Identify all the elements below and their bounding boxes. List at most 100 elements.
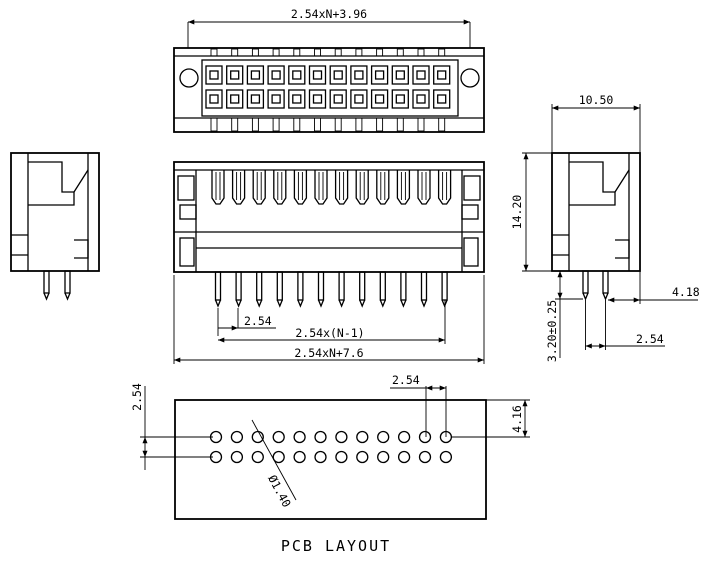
- front-view-outline: [173, 161, 485, 273]
- top-contact-pad: [416, 70, 426, 80]
- front-pin-tip: [297, 299, 304, 308]
- top-contact-pad: [333, 94, 343, 104]
- top-contact-pad: [374, 70, 385, 80]
- top-contact-pad: [209, 94, 219, 104]
- top-contact-pad: [312, 70, 323, 80]
- top-contact-pad: [416, 94, 426, 104]
- top-contact-cell: [205, 89, 223, 109]
- pcb-hole: [230, 430, 244, 444]
- top-contact-cell: [246, 89, 265, 109]
- top-contact-pad: [230, 94, 240, 104]
- pcb-hole: [293, 430, 306, 444]
- front-pin-tip: [338, 299, 345, 308]
- left-side-view: [10, 152, 100, 301]
- pcb-hole: [356, 450, 369, 464]
- pcb-vertical-pitch-label: 2.54: [130, 383, 144, 411]
- top-contact-cell: [246, 65, 265, 85]
- top-contact-pad: [333, 70, 343, 80]
- pcb-hole: [397, 450, 411, 464]
- front-pin: [400, 271, 407, 301]
- top-contact-cell: [267, 65, 285, 85]
- top-contact-pad: [271, 94, 281, 104]
- front-contact: [417, 170, 431, 205]
- front-contact: [355, 170, 369, 205]
- top-latch: [355, 48, 363, 57]
- pcb-outline: [174, 399, 487, 520]
- top-contact-cell: [350, 65, 368, 85]
- front-pin: [420, 271, 428, 301]
- front-contact: [273, 170, 287, 205]
- top-latch: [293, 117, 301, 132]
- top-contact-pad: [292, 70, 302, 80]
- pcb-hole: [439, 450, 453, 464]
- top-contact-pad: [312, 94, 323, 104]
- top-latch: [293, 48, 301, 57]
- top-contact-cell: [205, 65, 223, 85]
- front-pin-tip: [359, 299, 366, 308]
- pcb-hole: [356, 430, 369, 444]
- front-total-label: 2.54xN+7.6: [294, 346, 363, 360]
- front-pin-tip: [379, 299, 386, 308]
- top-contact-cell: [267, 89, 285, 109]
- top-contact-cell: [288, 89, 306, 109]
- pcb-hole: [335, 450, 348, 464]
- side-width-label: 10.50: [579, 93, 614, 107]
- top-latch: [334, 48, 342, 57]
- pcb-holes: [209, 430, 453, 464]
- top-latch: [396, 48, 404, 57]
- top-contact-cell: [412, 65, 430, 85]
- top-latch: [210, 117, 218, 132]
- front-pin: [235, 271, 242, 301]
- diameter-leader: [251, 419, 297, 501]
- front-span-label: 2.54x(N-1): [295, 326, 364, 340]
- front-contact: [437, 170, 452, 205]
- pcb-hole: [377, 450, 390, 464]
- right-side-outline: [551, 152, 641, 272]
- pcb-hole: [251, 450, 264, 464]
- top-contact-cell: [433, 65, 451, 85]
- pcb-hole: [314, 450, 327, 464]
- pcb-hole: [230, 450, 244, 464]
- front-pin: [379, 271, 386, 301]
- top-contact-cell: [391, 65, 409, 85]
- top-latch: [251, 117, 259, 132]
- top-latch: [210, 48, 218, 57]
- front-pin: [359, 271, 366, 301]
- front-contact: [396, 170, 411, 205]
- top-contact-cell: [370, 89, 389, 109]
- top-contact-cell: [370, 65, 389, 85]
- pcb-hole: [418, 450, 432, 464]
- top-contact-cell: [288, 65, 306, 85]
- side-pin-spacing-label: 2.54: [636, 332, 664, 346]
- front-pin-tip: [420, 299, 428, 308]
- top-contact-cell: [308, 89, 327, 109]
- top-contact-pad: [209, 70, 219, 80]
- front-contact: [334, 170, 349, 205]
- top-contact-cell: [329, 89, 347, 109]
- pcb-hole: [272, 430, 285, 444]
- top-contact-cell: [226, 65, 244, 85]
- front-pin: [256, 271, 263, 301]
- top-contact-cell: [433, 89, 451, 109]
- top-latch: [355, 117, 363, 132]
- front-pitch-label: 2.54: [244, 314, 272, 328]
- top-contact-pad: [230, 70, 240, 80]
- front-pin: [214, 271, 222, 301]
- top-latch: [334, 117, 342, 132]
- front-pin: [276, 271, 283, 301]
- top-latch: [417, 48, 425, 57]
- side-height-label: 14.20: [510, 195, 524, 230]
- top-latch: [314, 48, 321, 57]
- top-latch: [438, 48, 446, 57]
- pcb-hole: [377, 430, 390, 444]
- top-contact-pad: [271, 70, 281, 80]
- top-latch: [231, 117, 239, 132]
- top-latch: [251, 48, 259, 57]
- pcb-hole-diameter-label: Ø1.40: [265, 473, 294, 510]
- top-contact-pad: [437, 94, 447, 104]
- pcb-layout-title: PCB LAYOUT: [281, 537, 391, 555]
- top-contact-cell: [350, 89, 368, 109]
- pin-offset-label: 4.18: [672, 285, 700, 299]
- front-pin-tip: [235, 299, 242, 308]
- front-pin: [297, 271, 304, 301]
